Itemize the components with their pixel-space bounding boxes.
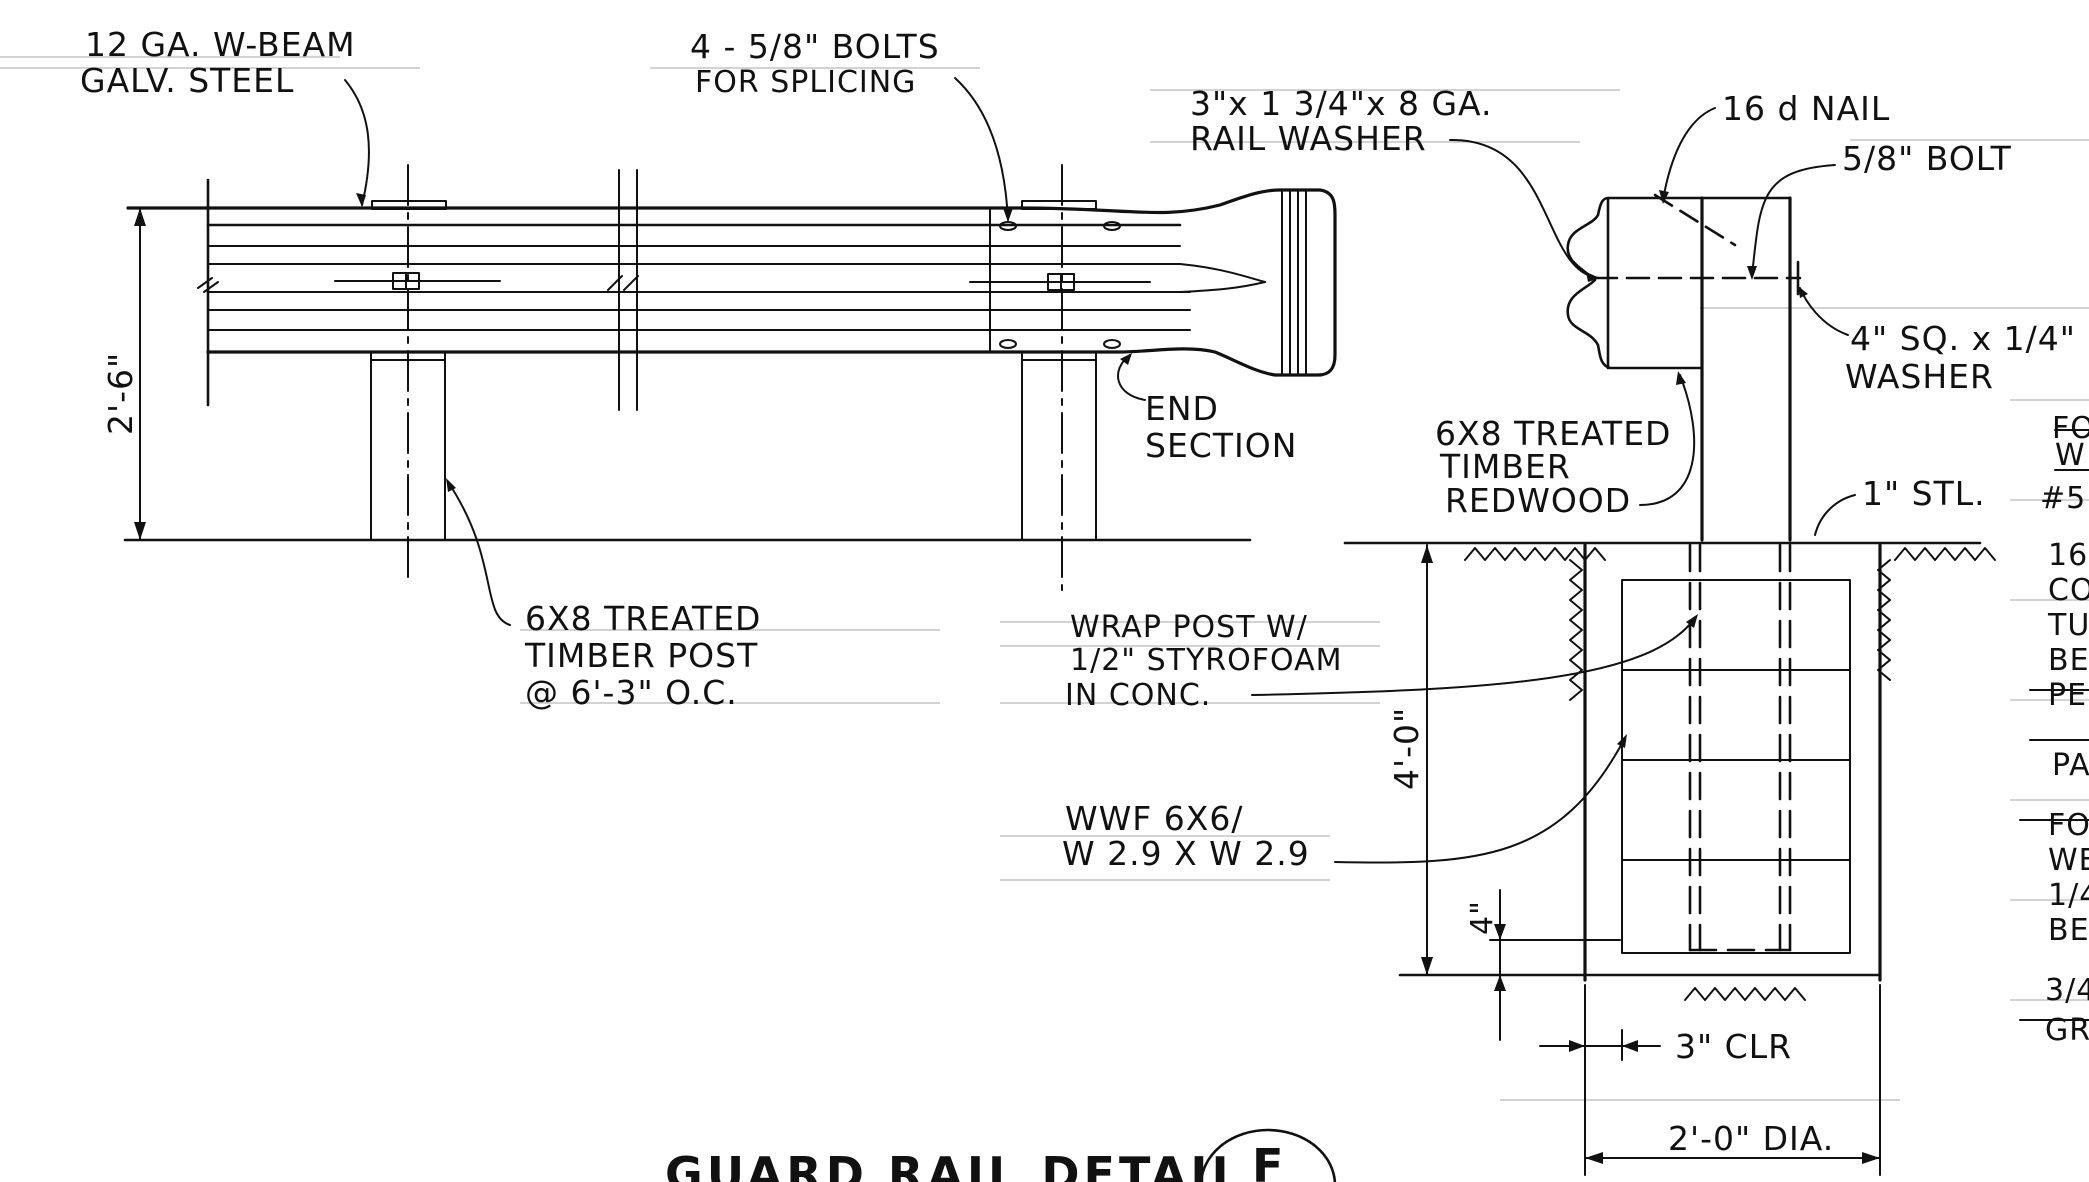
label-rail-washer-line2: RAIL WASHER bbox=[1190, 119, 1427, 158]
bottom-dimension bbox=[1489, 889, 1621, 1041]
label-sq-washer-line2: WASHER bbox=[1845, 357, 1994, 396]
wwf-mesh bbox=[1621, 579, 1851, 954]
label-sq-washer-line1: 4" SQ. x 1/4" bbox=[1850, 319, 2076, 358]
svg-text:BE: BE bbox=[2048, 913, 2089, 948]
labels: 12 GA. W-BEAM GALV. STEEL 4 - 5/8" BOLTS… bbox=[80, 25, 2076, 1158]
height-dim-text: 2'-6" bbox=[101, 352, 140, 435]
svg-text:FO: FO bbox=[2048, 808, 2089, 843]
clear-dimension bbox=[1539, 1029, 1661, 1061]
label-dia-dim: 2'-0" DIA. bbox=[1668, 1119, 1834, 1158]
leader-nail bbox=[1662, 107, 1716, 201]
timber-post-right bbox=[1021, 164, 1097, 591]
earth-hatch bbox=[1464, 547, 1996, 1001]
detail-title: GUARD RAIL DETAIL F bbox=[665, 1128, 1337, 1182]
leader-steel bbox=[1814, 494, 1856, 536]
label-wwf-line2: W 2.9 X W 2.9 bbox=[1062, 834, 1310, 873]
svg-text:#5: #5 bbox=[2040, 481, 2086, 516]
label-wwf-line1: WWF 6X6/ bbox=[1065, 799, 1243, 838]
leader-timber-post bbox=[447, 481, 511, 626]
svg-text:FO: FO bbox=[2052, 411, 2089, 446]
label-clear-dim: 3" CLR bbox=[1675, 1027, 1792, 1066]
label-treated-timber-line2: TIMBER bbox=[1439, 447, 1571, 486]
label-bolt: 5/8" BOLT bbox=[1842, 139, 2012, 178]
label-post-line2: TIMBER POST bbox=[524, 636, 758, 675]
nail-line bbox=[1653, 193, 1737, 247]
embedded-post-dashed bbox=[1688, 543, 1792, 952]
label-post-line1: 6X8 TREATED bbox=[525, 599, 761, 638]
label-rail-washer-line1: 3"x 1 3/4"x 8 GA. bbox=[1190, 84, 1493, 123]
leader-bolt bbox=[1751, 164, 1836, 277]
label-wrap-post-line2: 1/2" STYROFOAM bbox=[1070, 643, 1343, 678]
mid-post-breakline bbox=[607, 169, 639, 411]
leader-sq-washer bbox=[1799, 287, 1849, 336]
label-wrap-post-line3: IN CONC. bbox=[1065, 678, 1211, 713]
leader-w-beam bbox=[344, 79, 370, 206]
label-wrap-post-line1: WRAP POST W/ bbox=[1070, 610, 1308, 645]
label-steel: 1" STL. bbox=[1862, 474, 1986, 513]
w-beam-rail bbox=[126, 178, 1337, 407]
section-view: 4'-0" 4" bbox=[1251, 107, 2089, 1176]
leader-treated-timber bbox=[1639, 374, 1696, 506]
label-post-line3: @ 6'-3" O.C. bbox=[525, 673, 738, 712]
height-dimension bbox=[127, 207, 161, 541]
svg-text:GR: GR bbox=[2045, 1013, 2089, 1048]
svg-text:3/4: 3/4 bbox=[2045, 973, 2089, 1008]
label-nail: 16 d NAIL bbox=[1722, 89, 1890, 128]
svg-text:PE: PE bbox=[2048, 678, 2087, 713]
depth-dimension bbox=[1421, 544, 1433, 976]
label-end-section-line1: END bbox=[1145, 389, 1219, 428]
label-end-section-line2: SECTION bbox=[1145, 426, 1297, 465]
label-w-beam-line2: GALV. STEEL bbox=[80, 61, 294, 100]
svg-text:TU: TU bbox=[2047, 608, 2089, 643]
cropped-notes: FO W #5 16 CO TU BE PE PA FO WE 1/4 BE 3… bbox=[2040, 411, 2089, 1048]
leader-wwf bbox=[1334, 737, 1626, 864]
ruled-background bbox=[0, 56, 2089, 1101]
leader-rail-washer bbox=[1449, 138, 1599, 279]
svg-text:W: W bbox=[2055, 438, 2086, 473]
diameter-dimension bbox=[1584, 984, 1881, 1176]
leader-bolts bbox=[954, 77, 1009, 221]
elevation-view: 2'-6" bbox=[101, 77, 1337, 626]
leader-end-section bbox=[1117, 354, 1146, 401]
bottom-dim-text: 4" bbox=[1465, 900, 1500, 935]
label-treated-timber-line1: 6X8 TREATED bbox=[1435, 414, 1671, 453]
svg-text:CO: CO bbox=[2048, 573, 2089, 608]
label-w-beam-line1: 12 GA. W-BEAM bbox=[85, 25, 356, 64]
detail-mark-circle bbox=[1199, 1128, 1337, 1182]
svg-text:BE: BE bbox=[2048, 643, 2089, 678]
detail-mark-letter: F bbox=[1252, 1139, 1287, 1182]
label-bolts-line1: 4 - 5/8" BOLTS bbox=[690, 27, 940, 66]
label-bolts-line2: FOR SPLICING bbox=[695, 65, 916, 100]
timber-post-left bbox=[370, 164, 446, 581]
depth-dim-text: 4'-0" bbox=[1387, 707, 1426, 790]
leader-wrap-post bbox=[1251, 617, 1696, 696]
svg-text:16: 16 bbox=[2048, 538, 2088, 573]
svg-text:WE: WE bbox=[2048, 843, 2089, 878]
svg-text:PA: PA bbox=[2052, 748, 2089, 783]
svg-text:1/4: 1/4 bbox=[2048, 878, 2089, 913]
title-text: GUARD RAIL DETAIL bbox=[665, 1147, 1245, 1182]
label-treated-timber-line3: REDWOOD bbox=[1445, 481, 1631, 520]
